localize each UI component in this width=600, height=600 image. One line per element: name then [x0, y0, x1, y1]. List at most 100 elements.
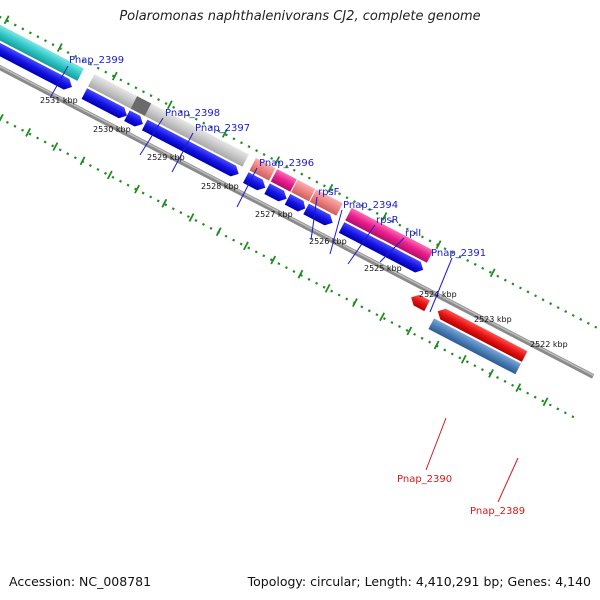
tick-major	[297, 269, 304, 279]
tick-dot	[375, 313, 379, 317]
gene-leader-line	[171, 132, 194, 173]
gene-label[interactable]: Pnap_2390	[397, 474, 452, 485]
tick-dot	[262, 254, 266, 258]
tick-major	[379, 312, 386, 322]
tick-dot	[563, 411, 567, 415]
tick-dot	[345, 297, 349, 301]
gene-label[interactable]: rpsF	[318, 187, 340, 198]
tick-dot	[496, 375, 499, 379]
tick-dot	[586, 321, 590, 325]
tick-dot	[338, 192, 341, 196]
tick-dot	[465, 360, 469, 364]
gene-rpli-band	[309, 189, 343, 216]
tick-dot	[239, 242, 243, 246]
tick-major	[435, 240, 442, 250]
scale-label: 2530 kbp	[93, 125, 131, 134]
tick-dot	[571, 415, 575, 419]
tick-dot	[134, 86, 138, 90]
tick-dot	[375, 211, 379, 215]
gene-pnap-2399-band	[0, 10, 84, 81]
accession-text: Accession: NC_008781	[9, 574, 152, 589]
genome-backbone	[0, 41, 595, 379]
gene-label[interactable]: Pnap_2398	[165, 108, 220, 119]
tick-major	[515, 383, 522, 393]
tick-dot	[36, 35, 40, 39]
gene-arrow-pnap-2396	[141, 119, 239, 177]
tick-dot	[390, 219, 394, 223]
tick-major	[56, 43, 63, 52]
scale-label: 2529 kbp	[147, 153, 185, 162]
tick-dot	[126, 183, 130, 187]
tick-dot	[43, 39, 47, 43]
tick-dot	[277, 262, 281, 266]
scale-label: 2531 kbp	[40, 96, 78, 105]
tick-dot	[382, 317, 386, 321]
tick-dot	[556, 306, 560, 310]
tick-dot	[232, 137, 236, 141]
tick-dot	[179, 211, 183, 215]
tick-dot	[172, 105, 176, 109]
gene-label[interactable]: rplI	[405, 228, 421, 239]
tick-dot	[450, 352, 454, 356]
tick-dot	[119, 179, 123, 183]
gene-arrow-pnap-2394	[264, 183, 287, 202]
gene-pnap-2396-band	[144, 103, 249, 167]
tick-dot	[194, 218, 198, 222]
tick-dot	[201, 222, 205, 226]
tick-dot	[104, 70, 108, 74]
gene-label[interactable]: Pnap_2399	[69, 55, 124, 66]
tick-major	[270, 255, 277, 265]
tick-major	[352, 298, 358, 307]
gene-leader-line	[310, 196, 318, 241]
gene-label[interactable]: Pnap_2396	[259, 158, 314, 169]
tick-dot	[420, 336, 424, 340]
scale-ticks-top	[0, 15, 598, 329]
tick-dot	[255, 149, 259, 153]
gene-label[interactable]: Pnap_2394	[343, 200, 398, 211]
tick-major	[406, 326, 413, 336]
gene-leader-line	[49, 65, 69, 99]
tick-dot	[21, 128, 25, 132]
gene-leader-line	[139, 117, 164, 156]
tick-major	[166, 100, 173, 110]
tick-dot	[526, 290, 530, 294]
gene-label[interactable]: rpsR	[376, 215, 399, 226]
tick-dot	[594, 325, 598, 329]
tick-dot	[443, 348, 447, 352]
gene-label[interactable]: Pnap_2389	[470, 506, 525, 517]
scale-label: 2528 kbp	[201, 182, 239, 191]
gene-pnap-2397-band	[130, 96, 152, 116]
tick-major	[0, 113, 4, 123]
gene-label[interactable]: Pnap_2391	[431, 248, 486, 259]
tick-dot	[428, 239, 432, 243]
tick-dot	[390, 321, 394, 325]
scale-label: 2523 kbp	[474, 315, 512, 324]
tick-dot	[345, 196, 349, 200]
tick-dot	[149, 94, 153, 98]
gene-arrow-rpli	[303, 203, 333, 226]
tick-dot	[28, 132, 32, 136]
tick-dot	[111, 175, 115, 179]
tick-dot	[224, 234, 228, 238]
tick-dot	[209, 125, 213, 129]
tick-major	[243, 241, 249, 251]
tick-dot	[66, 152, 70, 156]
tick-dot	[0, 15, 2, 19]
tick-dot	[292, 270, 296, 273]
tick-major	[327, 183, 334, 193]
tick-dot	[232, 238, 236, 242]
tick-dot	[149, 195, 153, 199]
tick-dot	[398, 223, 402, 227]
tick-major	[221, 128, 228, 138]
gene-leader-line	[329, 209, 343, 255]
gene-label[interactable]: Pnap_2397	[195, 123, 250, 134]
tick-major	[324, 283, 331, 293]
tick-dot	[443, 247, 447, 251]
gene-rpsr-band	[291, 179, 316, 202]
tick-dot	[367, 309, 371, 313]
tick-dot	[96, 66, 100, 70]
tick-dot	[171, 207, 175, 211]
tick-dot	[503, 278, 507, 282]
